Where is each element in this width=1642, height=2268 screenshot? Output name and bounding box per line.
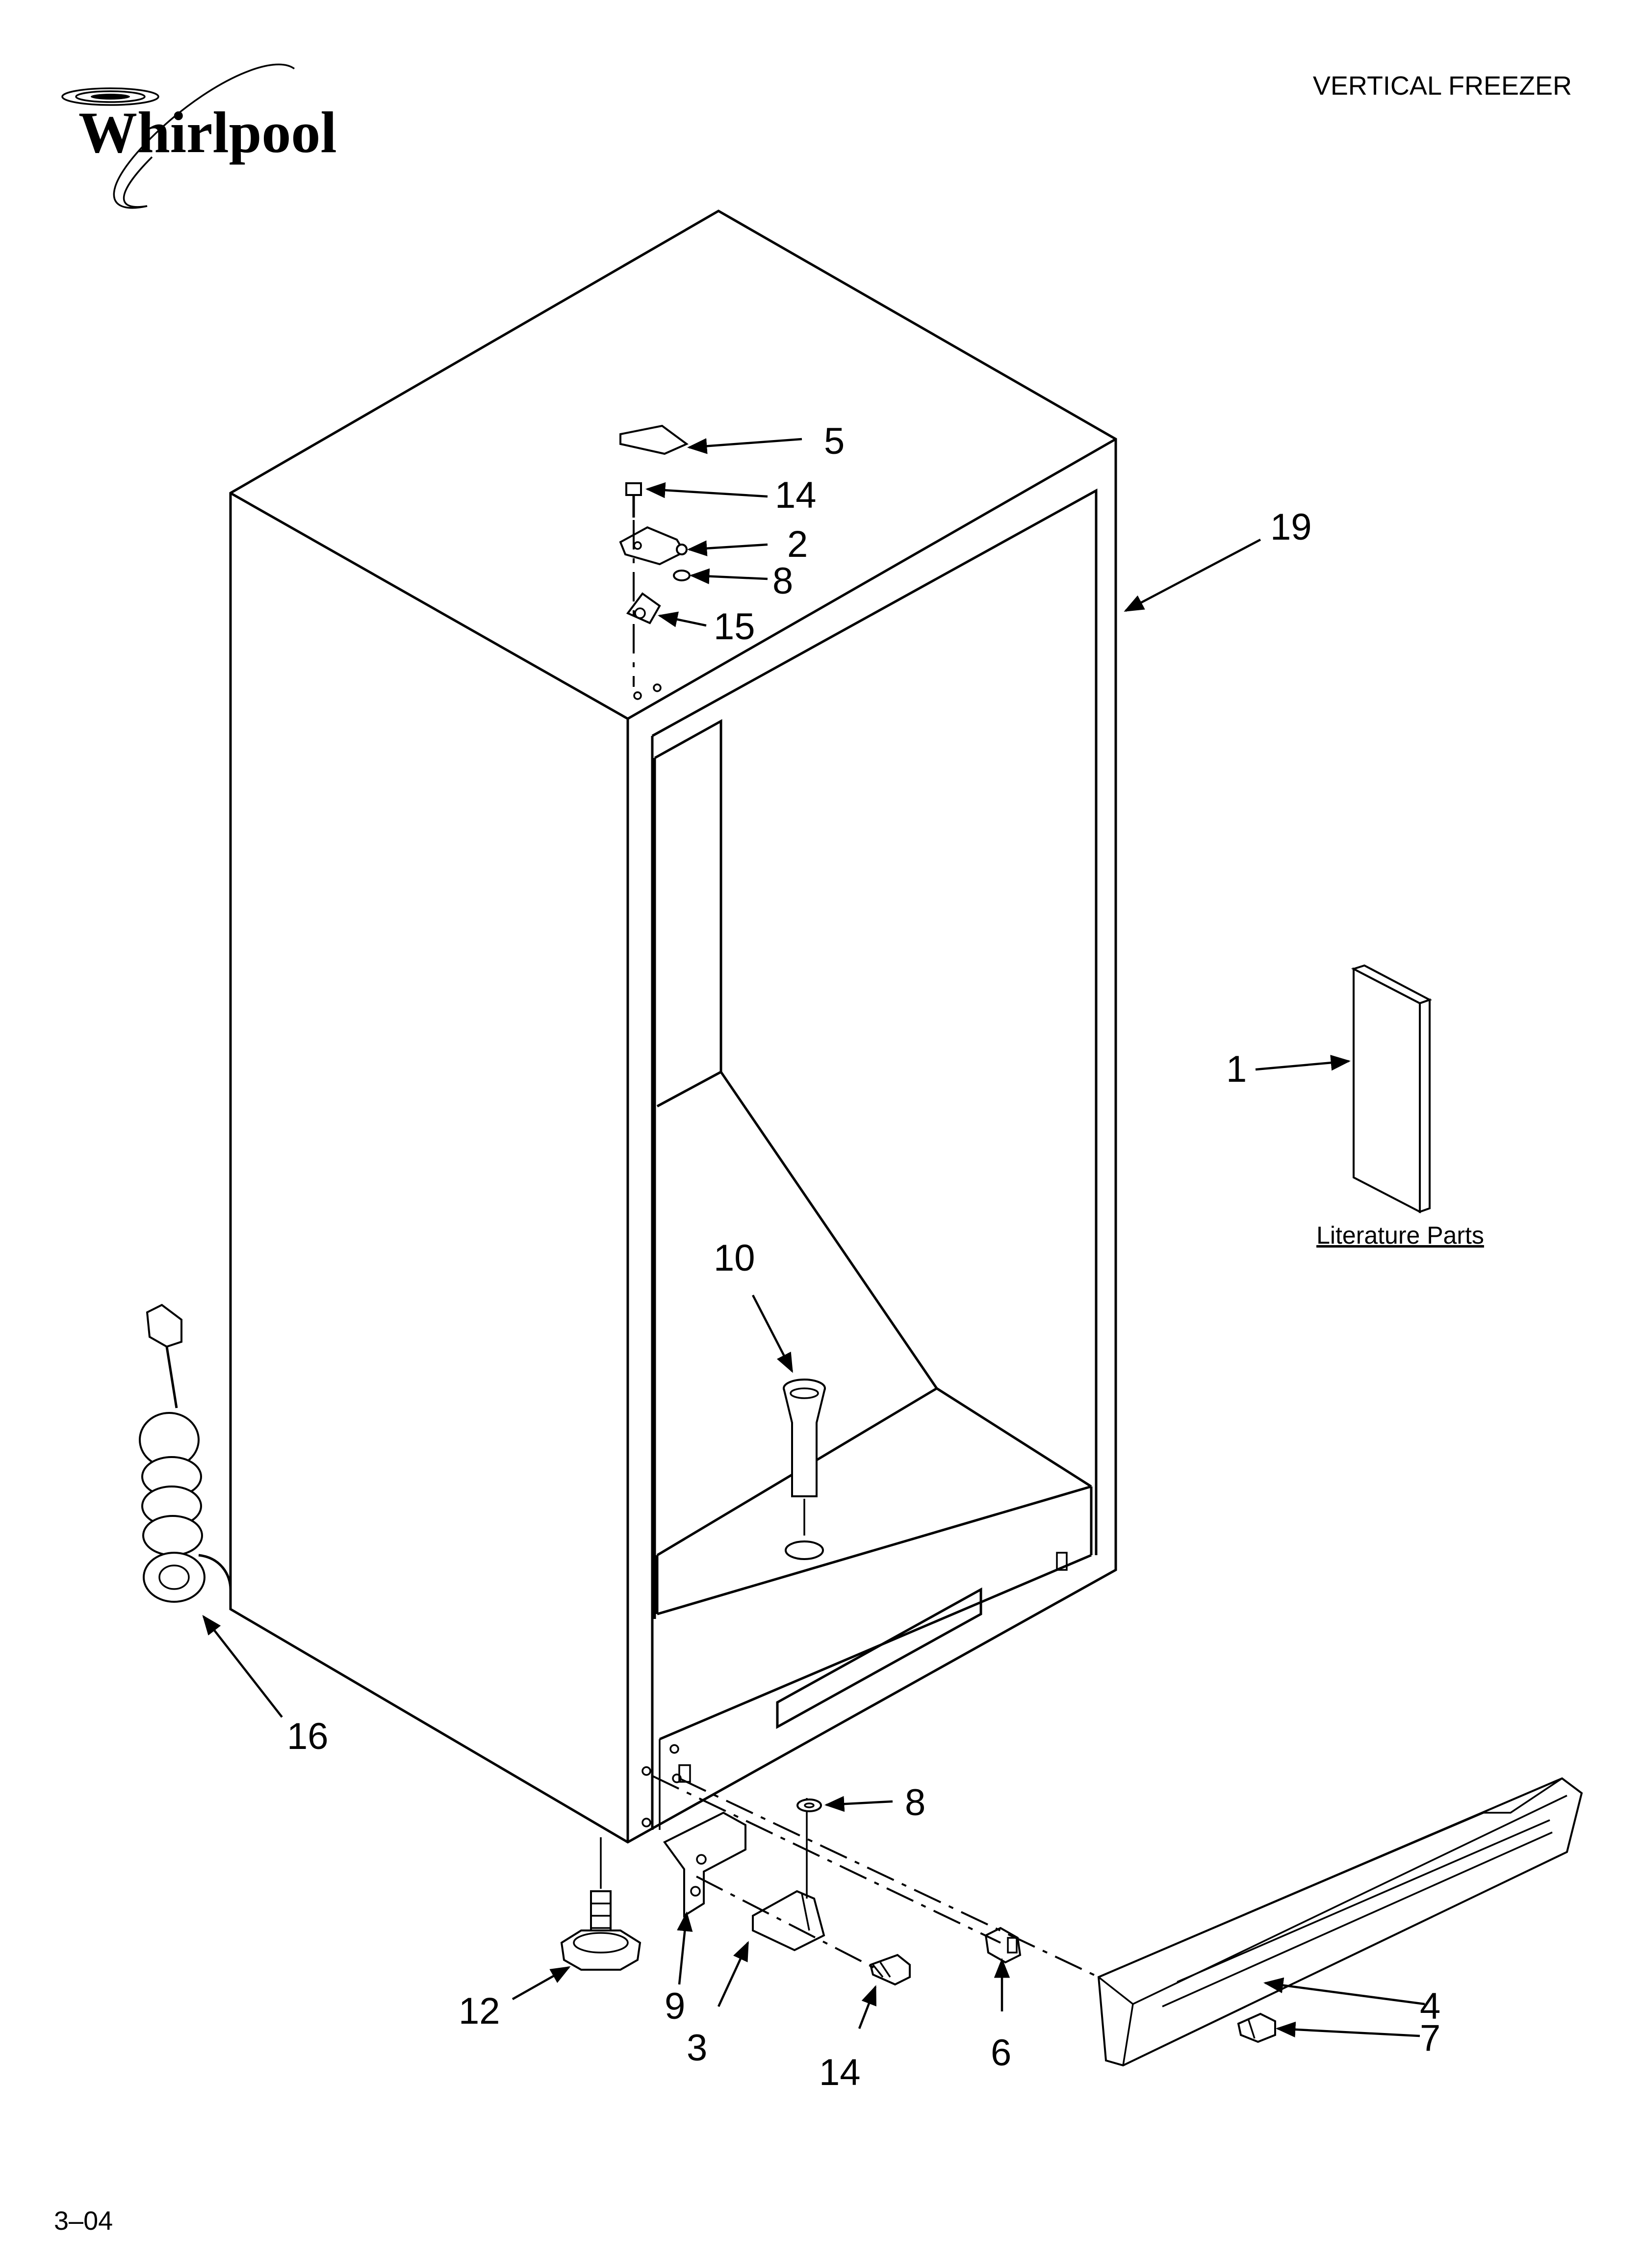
whirlpool-logo: Whirlpool xyxy=(61,63,337,209)
leveling-leg-part-12 xyxy=(560,1837,641,1971)
logo-swirl-icon xyxy=(61,63,295,209)
hinge-screw-part-14-top xyxy=(625,482,642,518)
callout-4: 4 xyxy=(1420,1985,1440,2027)
literature-parts-label: Literature Parts xyxy=(1316,1222,1484,1249)
drain-tube-part-10 xyxy=(783,1379,826,1560)
toe-grille-clip-part-6 xyxy=(984,1927,1022,1964)
toe-grille-part-4 xyxy=(1097,1777,1583,2067)
callout-1: 1 xyxy=(1226,1048,1247,1090)
callout-2: 2 xyxy=(787,523,808,565)
freezer-cabinet xyxy=(229,209,1117,1844)
callout-7: 7 xyxy=(1420,2017,1440,2059)
callout-10: 10 xyxy=(714,1237,755,1279)
screw-part-7 xyxy=(1237,2012,1276,2043)
callout-16: 16 xyxy=(287,1716,329,1757)
hinge-cover-part-5 xyxy=(619,424,689,455)
brand-wordmark: Whirlpool xyxy=(78,100,337,165)
hinge-part-2 xyxy=(619,526,688,566)
callout-19: 19 xyxy=(1270,506,1312,548)
callout-15: 15 xyxy=(714,606,755,648)
page-title: VERTICAL FREEZER xyxy=(1313,71,1572,101)
callout-8-top: 8 xyxy=(772,560,793,602)
date-code: 3–04 xyxy=(54,2206,113,2236)
bottom-hinge-bracket-part-9 xyxy=(663,1811,746,1918)
callout-5: 5 xyxy=(824,420,845,462)
power-cord-part-16 xyxy=(139,1303,232,1603)
washer-part-8-bottom xyxy=(796,1799,822,1812)
callout-9: 9 xyxy=(665,1985,685,2027)
callout-14-bottom: 14 xyxy=(819,2052,861,2093)
callout-6: 6 xyxy=(991,2032,1011,2074)
callout-8-bottom: 8 xyxy=(905,1782,925,1824)
callout-12: 12 xyxy=(459,1990,500,2032)
washer-part-8-top xyxy=(673,570,691,581)
callout-14-top: 14 xyxy=(775,474,817,516)
screw-part-14-bottom xyxy=(869,1954,911,1986)
literature-parts-book xyxy=(1351,964,1432,1214)
hinge-pin-part-15 xyxy=(626,592,661,625)
leader-arrows xyxy=(202,438,1425,2038)
bottom-hinge-part-3 xyxy=(752,1798,825,1952)
callout-3: 3 xyxy=(687,2027,707,2069)
